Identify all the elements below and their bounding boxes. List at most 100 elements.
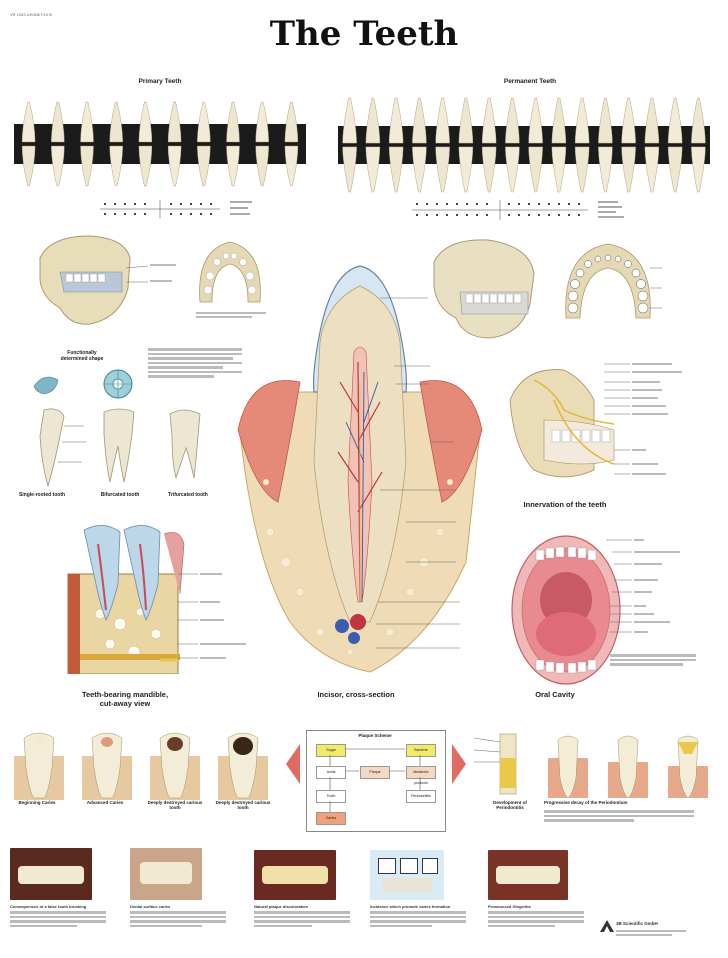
tooth-number-dot	[528, 203, 530, 205]
permanent-skull-lateral	[433, 239, 535, 339]
upper-tooth	[109, 101, 123, 143]
tooth-number-dot	[436, 214, 438, 216]
periodontium-plaque	[678, 742, 698, 754]
upper-tooth	[388, 97, 404, 144]
upper-tooth	[284, 101, 299, 143]
tooth-number-dot	[416, 214, 418, 216]
plaque-plaque: Plaque	[360, 766, 390, 779]
lower-tooth	[51, 145, 65, 187]
periodontium-tooth	[557, 735, 579, 799]
upper-tooth	[197, 101, 211, 143]
tooth-number-dot	[456, 203, 458, 205]
mandible-cutaway-line2: cut-away view	[99, 699, 151, 708]
oral-cavity-heading: Oral Cavity	[535, 690, 575, 699]
tooth-number-dot	[508, 203, 510, 205]
periodontitis-development-label: Development of Periodontitis	[493, 800, 527, 810]
periodontium-figures	[473, 733, 708, 799]
primary-teeth-heading: Primary Teeth	[138, 78, 182, 85]
lower-tooth	[80, 145, 94, 187]
plaque-sugar: Sugar	[316, 744, 346, 757]
upper-tooth	[21, 101, 36, 143]
tooth-number-dot	[466, 203, 468, 205]
lower-tooth	[109, 145, 123, 187]
tooth-number-dot	[578, 203, 580, 205]
trifurcated-label: Trifurcated tooth	[168, 492, 208, 498]
mandible-cutaway-heading: Teeth-bearing mandible, cut-away view	[60, 690, 190, 708]
upper-tooth	[481, 97, 497, 144]
caries-beginning-label: Beginning Caries	[18, 800, 56, 805]
photo-caries-incidence	[370, 850, 444, 900]
lower-tooth	[197, 145, 211, 187]
upper-tooth	[255, 101, 269, 143]
permanent-numbering-grid	[412, 200, 624, 220]
caries-deep-1-label: Deeply destroyed carious tooth	[147, 800, 203, 810]
lower-tooth	[365, 146, 381, 193]
mandible-cutaway-line1: Teeth-bearing mandible,	[81, 690, 169, 699]
tooth-number-dot	[486, 203, 488, 205]
caption-false-brushing-title: Consequences of a false tooth brushing	[10, 904, 87, 909]
tooth-number-dot	[568, 214, 570, 216]
upper-tooth	[551, 97, 567, 144]
oral-cavity-caption	[610, 652, 696, 666]
lower-tooth	[21, 145, 36, 187]
plaque-scheme-heading: Plaque Scheme	[358, 733, 392, 738]
primary-skull-lateral	[39, 235, 176, 325]
plaque-metabolic: Metabolic products	[406, 766, 436, 785]
tooth-number-dot	[466, 214, 468, 216]
caries-lesion	[233, 737, 253, 755]
tooth-number-dot	[578, 214, 580, 216]
lower-tooth	[551, 146, 567, 193]
periodontium-decay-label: Progressive decay of the Periodontium	[544, 800, 628, 805]
tooth-number-dot	[508, 214, 510, 216]
lower-tooth	[167, 145, 182, 187]
lower-tooth	[667, 146, 683, 193]
lower-tooth	[644, 146, 660, 193]
plaque-caries: Caries	[316, 812, 346, 825]
lower-tooth	[435, 146, 450, 193]
primary-maxilla-occlusal	[199, 241, 261, 303]
permanent-maxilla-occlusal	[565, 243, 662, 319]
photo-false-brushing	[10, 848, 92, 900]
caption-caries-incidence-title: Incidence which promote caries formation	[370, 904, 451, 909]
catalog-code: VR 1263 UH/5/8/7/19 B	[10, 12, 52, 17]
upper-tooth	[435, 97, 450, 144]
tooth-number-dot	[456, 214, 458, 216]
publisher-address	[616, 928, 686, 936]
page-title: The Teeth	[269, 14, 459, 54]
upper-tooth	[138, 101, 153, 143]
lower-tooth	[138, 145, 153, 187]
tooth-number-dot	[548, 203, 550, 205]
caries-tooth	[23, 732, 55, 799]
functional-shape-figures	[33, 369, 133, 399]
tooth-number-dot	[486, 214, 488, 216]
right-arrow-icon	[452, 744, 466, 784]
tooth-number-dot	[558, 203, 560, 205]
permanent-teeth-heading: Permanent Teeth	[503, 78, 557, 85]
primary-numbering-grid	[100, 200, 252, 218]
permanent-teeth-row	[342, 97, 706, 193]
maxilla-caption-placeholder	[196, 312, 266, 318]
caption-gingivitis-title: Pronounced Gingivitis	[488, 904, 531, 909]
plaque-acids: Acids	[316, 766, 346, 779]
periodontium-tooth	[617, 735, 639, 799]
innervation-figure	[509, 363, 682, 478]
upper-tooth	[621, 97, 636, 144]
functional-shape-caption	[148, 346, 242, 378]
primary-teeth-row	[21, 101, 299, 187]
caries-figures	[14, 732, 268, 800]
tooth-number-dot	[436, 203, 438, 205]
functional-shape-heading: Functionally determined shape	[60, 350, 104, 362]
upper-tooth	[505, 97, 520, 144]
caption-surface-caries-title: Dental surface caries	[130, 904, 171, 909]
lower-tooth	[255, 145, 269, 187]
upper-tooth	[691, 97, 706, 144]
publisher-name: 3B Scientific GmbH	[616, 921, 658, 926]
caption-gingivitis: Pronounced Gingivitis	[488, 904, 584, 927]
upper-tooth	[528, 97, 543, 144]
tooth-number-dot	[558, 214, 560, 216]
incisor-cross-section-heading: Incisor, cross-section	[317, 690, 395, 699]
tooth-number-dot	[476, 203, 478, 205]
caries-deep-2-label: Deeply destroyed carious tooth	[215, 800, 271, 810]
tooth-number-dot	[538, 214, 540, 216]
photo-surface-caries	[130, 848, 202, 900]
